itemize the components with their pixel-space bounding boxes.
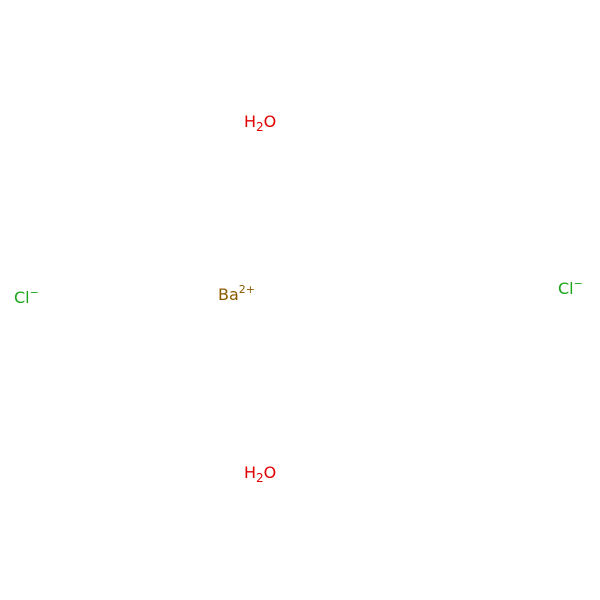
hydrogen-count-subscript: 2: [256, 120, 264, 134]
hydrogen-symbol: H: [244, 463, 257, 482]
barium-symbol: Ba: [218, 285, 239, 304]
water-molecule-bottom: H2O: [244, 463, 277, 486]
oxygen-symbol: O: [263, 463, 277, 482]
chlorine-symbol: Cl: [558, 279, 574, 298]
chlorine-symbol: Cl: [14, 288, 30, 307]
hydrogen-symbol: H: [244, 112, 257, 131]
chloride-charge: −: [29, 286, 39, 299]
chloride-ion-left: Cl−: [14, 286, 39, 308]
water-molecule-top: H2O: [244, 112, 277, 135]
hydrogen-count-subscript: 2: [256, 471, 264, 485]
chloride-ion-right: Cl−: [558, 277, 583, 299]
oxygen-symbol: O: [263, 112, 277, 131]
barium-charge: 2+: [238, 283, 255, 296]
barium-ion: Ba2+: [218, 283, 255, 305]
chloride-charge: −: [573, 277, 583, 290]
